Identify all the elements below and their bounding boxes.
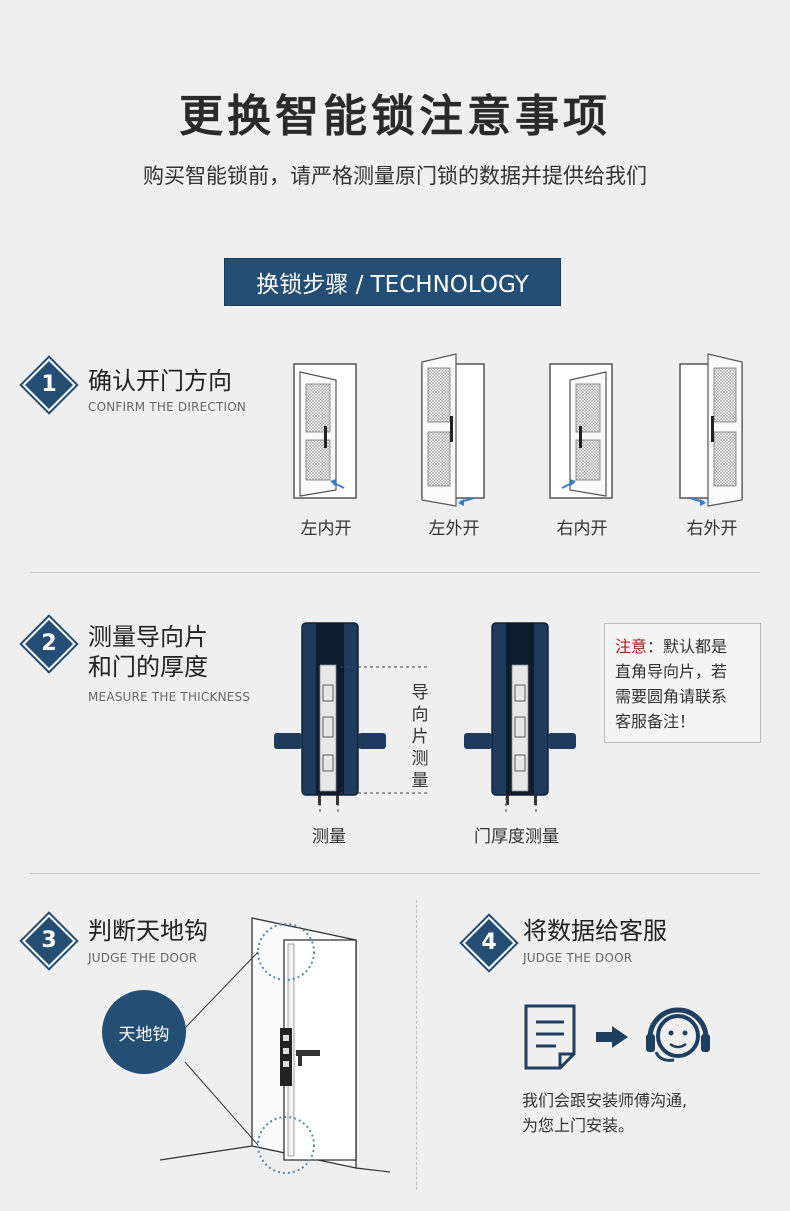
step-4-number: 4 bbox=[481, 930, 497, 955]
note-text-3: 需要圆角请联系 bbox=[615, 687, 728, 706]
step-3-title: 判断天地钩 bbox=[88, 917, 208, 945]
contact-flow-icons bbox=[524, 1004, 710, 1070]
step-2-title-line2: 和门的厚度 bbox=[88, 653, 208, 681]
door-direction-illustrations bbox=[293, 353, 743, 507]
measure-caption-left: 测量 bbox=[312, 827, 346, 847]
section-divider bbox=[30, 873, 760, 874]
note-label: 注意 bbox=[615, 637, 648, 656]
arrow-right-icon bbox=[596, 1026, 628, 1048]
door-caption-right-in: 右内开 bbox=[556, 519, 608, 539]
door-caption-right-out: 右外开 bbox=[686, 519, 738, 539]
page-title: 更换智能锁注意事项 bbox=[179, 91, 611, 142]
contact-text-line1: 我们会跟安装师傅沟通, bbox=[522, 1091, 688, 1110]
page-subtitle: 购买智能锁前，请严格测量原门锁的数据并提供给我们 bbox=[143, 164, 647, 188]
headset-support-icon bbox=[646, 1007, 710, 1062]
door-caption-left-out: 左外开 bbox=[428, 519, 480, 539]
note-box: 注意：默认都是 直角导向片，若 需要圆角请联系 客服备注！ bbox=[604, 623, 761, 743]
step-2-title-line1: 测量导向片 bbox=[88, 623, 208, 651]
step-3-subtitle: JUDGE THE DOOR bbox=[88, 951, 198, 965]
note-text-4: 客服备注！ bbox=[615, 712, 696, 731]
door-left-out-icon bbox=[421, 353, 485, 507]
step-3-number: 3 bbox=[41, 928, 57, 953]
section-divider bbox=[30, 572, 760, 573]
lock-measure-illustrations bbox=[274, 622, 576, 815]
note-text-1: ：默认都是 bbox=[647, 637, 728, 656]
document-icon bbox=[524, 1004, 576, 1070]
door-right-in-icon bbox=[549, 363, 613, 499]
lock-side-left-icon bbox=[274, 622, 386, 805]
contact-text-line2: 为您上门安装。 bbox=[522, 1116, 635, 1135]
vertical-measure-label: 导 向 片 测 量 bbox=[411, 683, 429, 791]
hook-label-circle: 天地钩 bbox=[102, 990, 186, 1074]
door-hook-illustration bbox=[160, 917, 391, 1174]
door-caption-left-in: 左内开 bbox=[300, 519, 352, 539]
step-1-title: 确认开门方向 bbox=[88, 367, 232, 395]
step-1-subtitle: CONFIRM THE DIRECTION bbox=[88, 400, 247, 414]
door-right-out-icon bbox=[679, 353, 743, 507]
note-text-2: 直角导向片，若 bbox=[615, 662, 728, 681]
steps-banner: 换锁步骤 / TECHNOLOGY bbox=[225, 259, 560, 305]
step-4-title: 将数据给客服 bbox=[523, 917, 667, 945]
column-divider bbox=[416, 900, 417, 1190]
measure-caption-right: 门厚度测量 bbox=[474, 827, 559, 847]
lock-side-right-icon bbox=[464, 622, 576, 805]
step-2-number: 2 bbox=[41, 631, 57, 656]
step-1-number: 1 bbox=[41, 372, 57, 397]
step-4-subtitle: JUDGE THE DOOR bbox=[523, 951, 633, 965]
door-left-in-icon bbox=[293, 363, 357, 499]
step-2-subtitle: MEASURE THE THICKNESS bbox=[88, 690, 251, 704]
